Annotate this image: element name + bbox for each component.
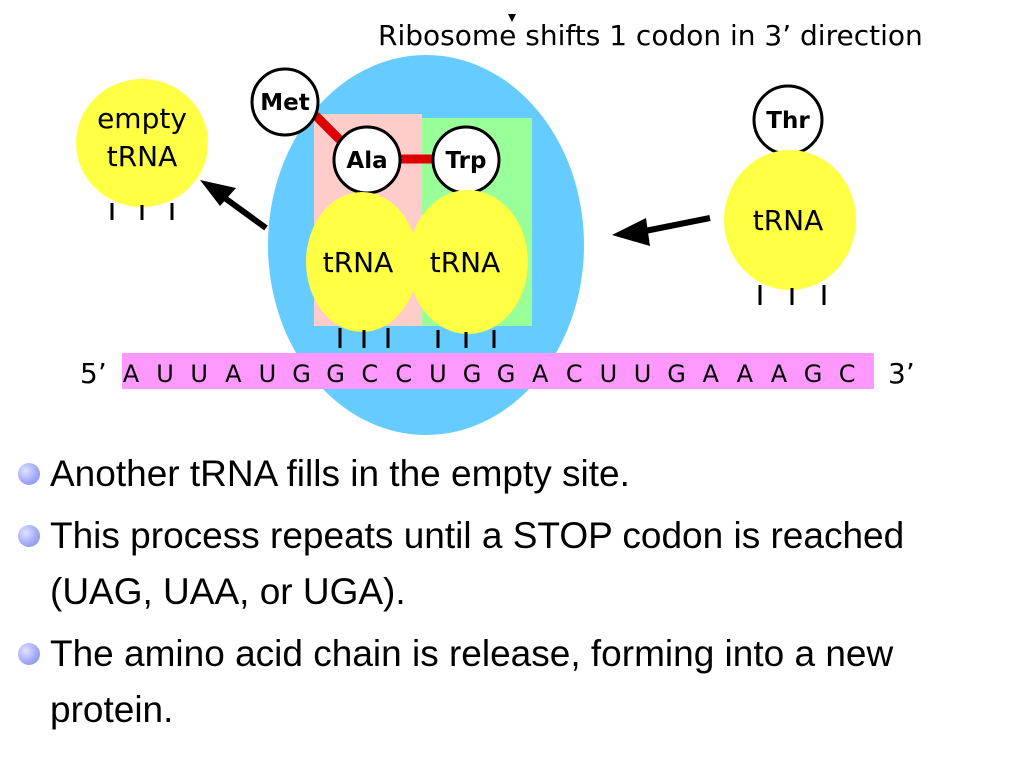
bullet-dot-icon bbox=[18, 525, 40, 547]
mrna-base: U bbox=[156, 360, 174, 388]
diagram-caption: Ribosome shifts 1 codon in 3’ direction bbox=[378, 19, 923, 52]
bullet-item: Another tRNA fills in the empty site. bbox=[18, 446, 1008, 502]
amino-acid-met bbox=[250, 67, 320, 137]
bullet-dot-icon bbox=[18, 643, 40, 665]
mrna-base: A bbox=[737, 360, 754, 388]
empty-trna bbox=[76, 79, 208, 207]
mrna-base: G bbox=[326, 360, 345, 388]
mrna-base: G bbox=[804, 360, 823, 388]
mrna-base: C bbox=[361, 360, 378, 388]
mrna-3-prime-label: 3’ bbox=[888, 357, 915, 390]
mrna-base: G bbox=[292, 360, 311, 388]
bullet-item: The amino acid chain is release, forming… bbox=[18, 626, 1008, 738]
mrna-base: C bbox=[839, 360, 856, 388]
mrna-base: U bbox=[190, 360, 208, 388]
a-site-trna-label: tRNA bbox=[430, 246, 501, 279]
mrna-base: C bbox=[395, 360, 412, 388]
incoming-trna-anticodon bbox=[758, 285, 826, 305]
p-site-trna bbox=[306, 192, 418, 332]
empty-trna-label-line1: empty bbox=[97, 102, 187, 135]
mrna-base: U bbox=[600, 360, 618, 388]
mrna-base: A bbox=[771, 360, 788, 388]
empty-trna-anticodon bbox=[110, 203, 174, 220]
mrna-base: G bbox=[497, 360, 516, 388]
bullet-text: This process repeats until a STOP codon … bbox=[50, 515, 905, 612]
caption-marker-icon bbox=[508, 14, 516, 22]
amino-acid-trp-label: Trp bbox=[446, 148, 487, 174]
mrna-base: G bbox=[667, 360, 686, 388]
incoming-trna bbox=[724, 150, 856, 290]
bullet-list: Another tRNA fills in the empty site. Th… bbox=[18, 446, 1008, 744]
mrna-5-prime-label: 5’ bbox=[80, 357, 107, 390]
peptide-bond-met-ala bbox=[310, 110, 344, 144]
mrna-base: A bbox=[225, 360, 242, 388]
a-site-trna bbox=[408, 190, 528, 334]
mrna-base: C bbox=[566, 360, 583, 388]
bullet-dot-icon bbox=[18, 463, 40, 485]
mrna-base: U bbox=[429, 360, 447, 388]
bullet-text: The amino acid chain is release, forming… bbox=[50, 633, 894, 730]
bullet-item: This process repeats until a STOP codon … bbox=[18, 508, 1008, 620]
ribosome-trna-anticodons bbox=[338, 328, 496, 348]
mrna-base: A bbox=[702, 360, 719, 388]
entry-arrow-icon bbox=[612, 215, 711, 246]
amino-acid-met-label: Met bbox=[260, 90, 309, 116]
exit-arrow-icon bbox=[200, 180, 268, 231]
bullet-text: Another tRNA fills in the empty site. bbox=[50, 453, 630, 494]
translation-diagram: Ribosome shifts 1 codon in 3’ direction … bbox=[76, 14, 923, 435]
amino-acid-ala-label: Ala bbox=[346, 148, 387, 174]
mrna-base: A bbox=[532, 360, 549, 388]
mrna-base: G bbox=[463, 360, 482, 388]
mrna-base: A bbox=[123, 360, 140, 388]
empty-trna-label-line2: tRNA bbox=[107, 140, 178, 173]
mrna-strip bbox=[122, 353, 874, 389]
incoming-trna-label: tRNA bbox=[753, 204, 824, 237]
p-site-trna-label: tRNA bbox=[323, 246, 394, 279]
mrna-base: U bbox=[259, 360, 277, 388]
amino-acid-thr-label: Thr bbox=[766, 108, 810, 134]
mrna-base: U bbox=[634, 360, 652, 388]
